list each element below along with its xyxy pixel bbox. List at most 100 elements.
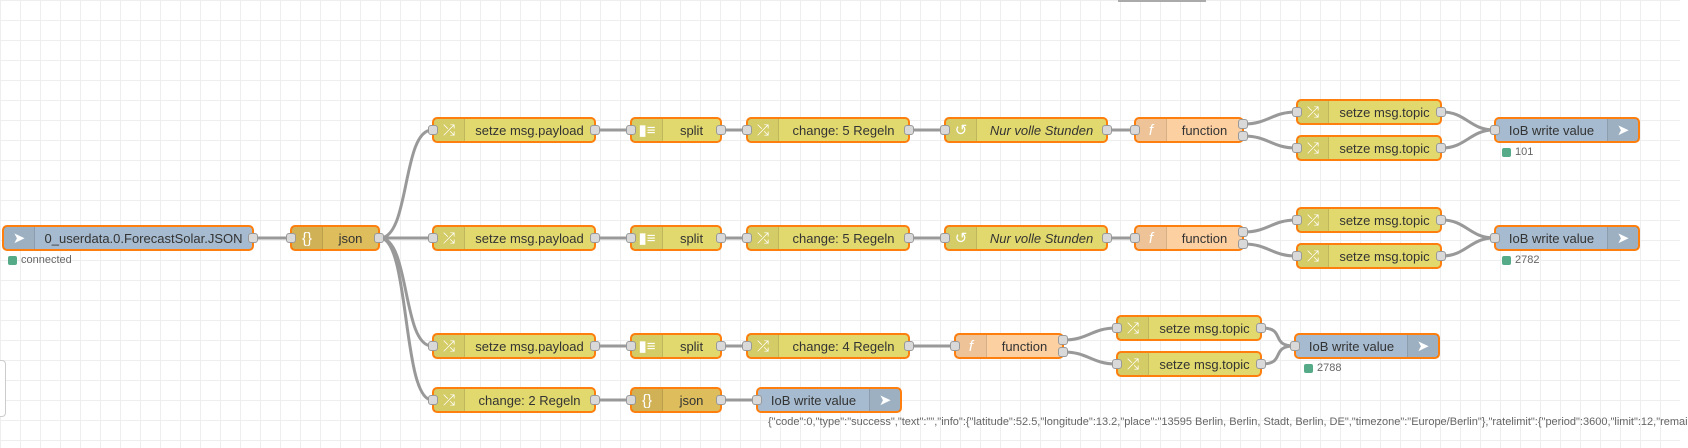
input-port[interactable] (742, 341, 752, 351)
input-port[interactable] (940, 125, 950, 135)
output-port[interactable] (248, 233, 258, 243)
input-port[interactable] (428, 125, 438, 135)
output-port[interactable] (1102, 125, 1112, 135)
output-port[interactable] (590, 395, 600, 405)
shuffle-icon: ⤮ (1118, 353, 1149, 375)
change-node[interactable]: ⤮ setze msg.payload (428, 333, 600, 359)
input-port[interactable] (286, 233, 296, 243)
iob-out-node[interactable]: IoB write value ➤ (1490, 117, 1640, 143)
input-port[interactable] (428, 341, 438, 351)
iob-in-icon: ➤ (4, 227, 35, 249)
function-node[interactable]: f function (1130, 225, 1248, 251)
input-port[interactable] (428, 395, 438, 405)
input-port[interactable] (1290, 341, 1300, 351)
iob-out-node[interactable]: IoB write value ➤ (1290, 333, 1440, 359)
output-port[interactable] (1436, 143, 1446, 153)
node-label: split (679, 230, 704, 246)
change-node[interactable]: ⤮ setze msg.topic (1292, 135, 1446, 161)
input-port[interactable] (752, 395, 762, 405)
output-port[interactable] (1238, 239, 1248, 249)
output-port[interactable] (1102, 233, 1112, 243)
output-port[interactable] (590, 341, 600, 351)
node-label: split (679, 338, 704, 354)
shuffle-icon: ⤮ (1298, 137, 1329, 159)
output-port[interactable] (1058, 347, 1068, 357)
input-port[interactable] (626, 125, 636, 135)
input-port[interactable] (428, 233, 438, 243)
node-label: setze msg.payload (475, 230, 584, 246)
output-port[interactable] (374, 233, 384, 243)
side-panel-handle[interactable] (0, 360, 6, 417)
function-node[interactable]: f function (1130, 117, 1248, 143)
change-node[interactable]: ⤮ change: 5 Regeln (742, 117, 914, 143)
output-port[interactable] (590, 125, 600, 135)
input-port[interactable] (1292, 143, 1302, 153)
wire (1441, 110, 1495, 132)
output-port[interactable] (1256, 359, 1266, 369)
output-port[interactable] (1238, 119, 1248, 129)
change-node[interactable]: ⤮ change: 4 Regeln (742, 333, 914, 359)
input-port[interactable] (1112, 359, 1122, 369)
output-port[interactable] (1238, 227, 1248, 237)
output-port[interactable] (1058, 335, 1068, 345)
input-port[interactable] (742, 125, 752, 135)
input-port[interactable] (950, 341, 960, 351)
input-port[interactable] (626, 233, 636, 243)
input-port[interactable] (626, 395, 636, 405)
input-port[interactable] (1130, 125, 1140, 135)
split-node[interactable]: ▮≡ split (626, 225, 726, 251)
change-node[interactable]: ⤮ setze msg.topic (1112, 315, 1266, 341)
input-port[interactable] (1490, 233, 1500, 243)
json-node[interactable]: {} json (286, 225, 384, 251)
horizontal-scrollbar[interactable] (1118, 0, 1206, 2)
output-port[interactable] (1238, 131, 1248, 141)
split-node[interactable]: ▮≡ split (626, 333, 726, 359)
node-label: IoB write value (1308, 338, 1395, 354)
input-port[interactable] (1292, 107, 1302, 117)
iob-out-icon: ➤ (1407, 335, 1438, 357)
node-label: setze msg.topic (1339, 248, 1430, 264)
output-port[interactable] (590, 233, 600, 243)
output-port[interactable] (716, 341, 726, 351)
input-port[interactable] (1130, 233, 1140, 243)
split-node[interactable]: ▮≡ split (626, 117, 726, 143)
change-node[interactable]: ⤮ change: 2 Regeln (428, 387, 600, 413)
output-port[interactable] (716, 395, 726, 405)
change-node[interactable]: ⤮ setze msg.topic (1292, 207, 1446, 233)
change-node[interactable]: ⤮ setze msg.topic (1292, 243, 1446, 269)
function-node[interactable]: f function (950, 333, 1068, 359)
input-port[interactable] (1292, 251, 1302, 261)
change-node[interactable]: ⤮ setze msg.payload (428, 117, 600, 143)
split-icon: ▮≡ (632, 335, 663, 357)
iob-out-node[interactable]: IoB write value ➤ (752, 387, 902, 413)
change-node[interactable]: ⤮ change: 5 Regeln (742, 225, 914, 251)
output-port[interactable] (716, 233, 726, 243)
input-port[interactable] (1490, 125, 1500, 135)
input-port[interactable] (940, 233, 950, 243)
node-label: setze msg.topic (1159, 356, 1250, 372)
iob-in-node[interactable]: ➤ 0_userdata.0.ForecastSolar.JSON (2, 225, 258, 251)
switch-node[interactable]: ↺ Nur volle Stunden (940, 225, 1112, 251)
input-port[interactable] (1112, 323, 1122, 333)
output-port[interactable] (1436, 215, 1446, 225)
input-port[interactable] (1292, 215, 1302, 225)
output-port[interactable] (716, 125, 726, 135)
switch-node[interactable]: ↺ Nur volle Stunden (940, 117, 1112, 143)
node-label: setze msg.topic (1339, 140, 1430, 156)
output-port[interactable] (1436, 107, 1446, 117)
change-node[interactable]: ⤮ setze msg.topic (1112, 351, 1266, 377)
json-node[interactable]: {} json (626, 387, 726, 413)
output-port[interactable] (1436, 251, 1446, 261)
output-port[interactable] (904, 341, 914, 351)
output-port[interactable] (1256, 323, 1266, 333)
input-port[interactable] (626, 341, 636, 351)
change-node[interactable]: ⤮ setze msg.topic (1292, 99, 1446, 125)
output-port[interactable] (904, 125, 914, 135)
iob-out-node[interactable]: IoB write value ➤ (1490, 225, 1640, 251)
wire (1063, 326, 1117, 342)
input-port[interactable] (742, 233, 752, 243)
change-node[interactable]: ⤮ setze msg.payload (428, 225, 600, 251)
node-label: Nur volle Stunden (989, 122, 1094, 138)
output-port[interactable] (904, 233, 914, 243)
